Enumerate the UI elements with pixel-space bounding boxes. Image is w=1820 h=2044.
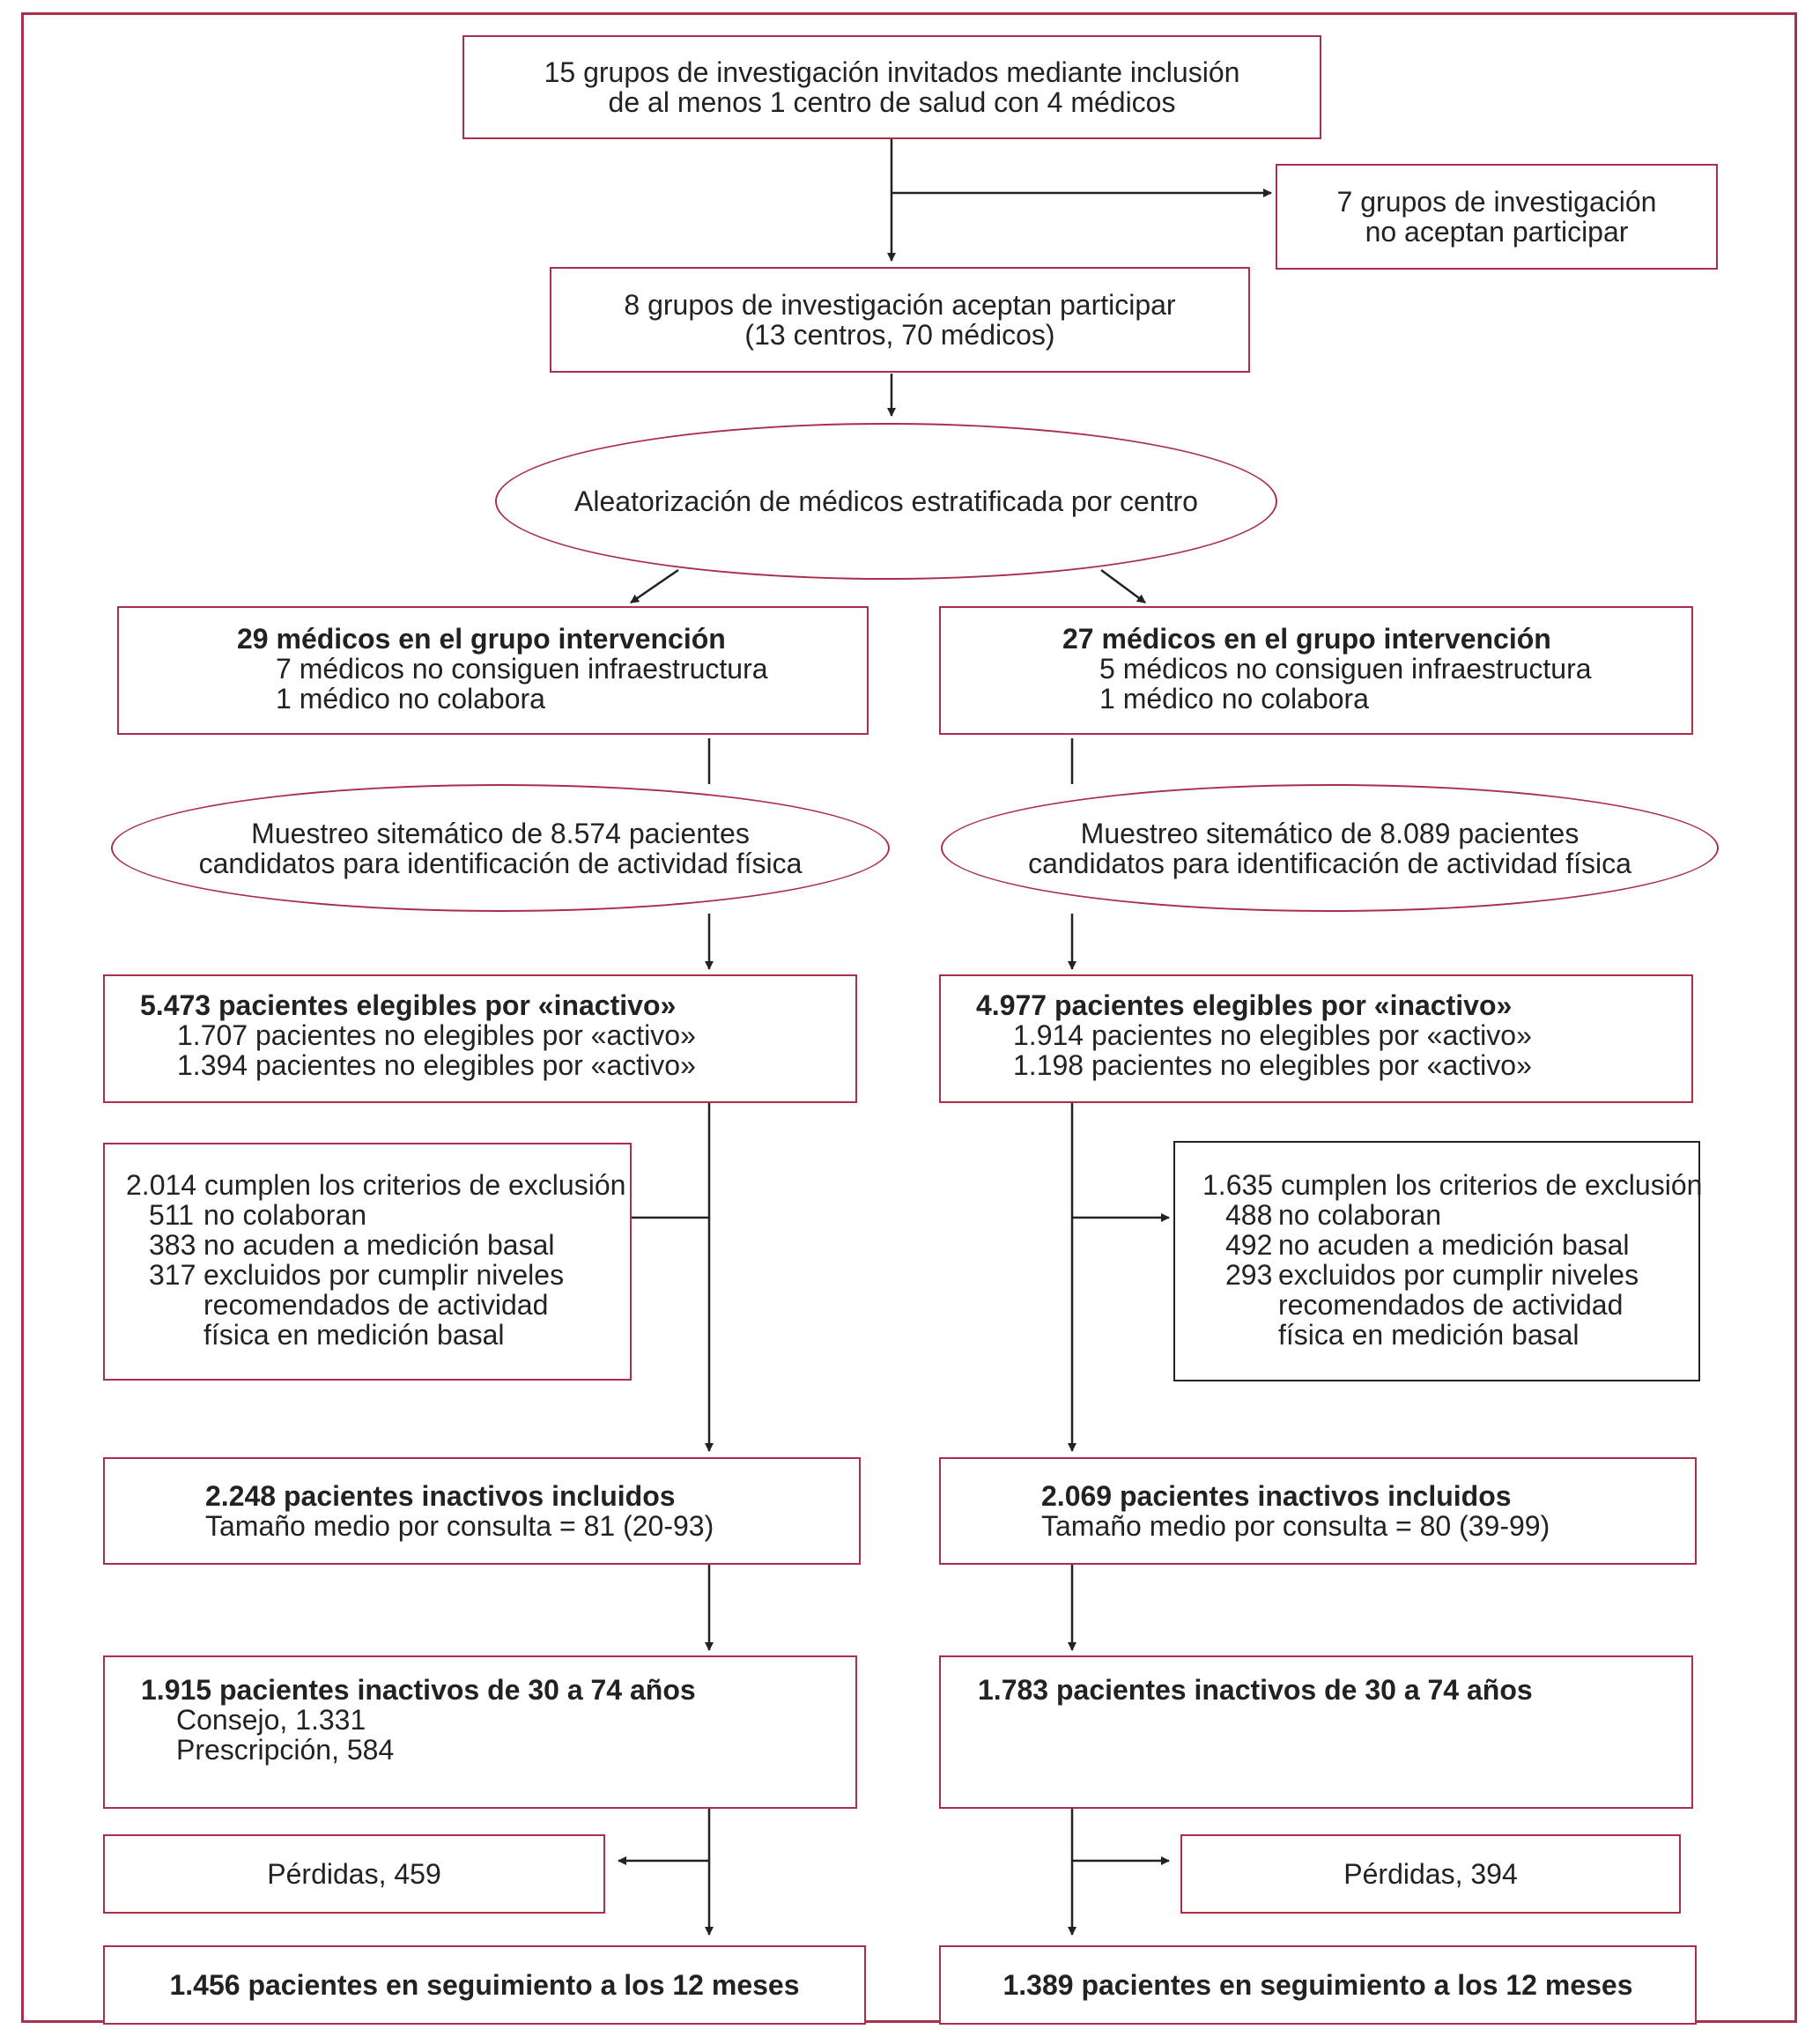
declined-line-1: 7 grupos de investigación	[1336, 186, 1657, 218]
right-sampling-line-1: Muestreo sitemático de 8.089 pacientes	[1080, 817, 1580, 849]
right-exclusion-total: 1.635 cumplen los criterios de exclusión	[1202, 1169, 1703, 1201]
left-losses-text: Pérdidas, 459	[267, 1858, 441, 1890]
left-exclusion-n-2: 383	[149, 1229, 196, 1261]
right-doctors-box: 27 médicos en el grupo intervención 5 mé…	[939, 606, 1693, 735]
right-doctors-line-2: 1 médico no colabora	[1099, 683, 1369, 715]
left-age-box: 1.915 pacientes inactivos de 30 a 74 año…	[103, 1655, 857, 1809]
right-exclusion-n-3: 293	[1225, 1259, 1273, 1291]
arrow-randomization-left	[630, 568, 679, 604]
left-included-title: 2.248 pacientes inactivos incluidos	[205, 1480, 676, 1512]
right-exclusion-text-2: no acuden a medición basal	[1278, 1229, 1630, 1261]
accepted-line-1: 8 grupos de investigación aceptan partic…	[624, 289, 1176, 321]
left-included-box: 2.248 pacientes inactivos incluidos Tama…	[103, 1457, 861, 1565]
right-doctors-title: 27 médicos en el grupo intervención	[1062, 623, 1551, 655]
right-losses-text: Pérdidas, 394	[1343, 1858, 1518, 1890]
randomization-text: Aleatorización de médicos estratificada …	[574, 485, 1198, 517]
left-age-line-1: Consejo, 1.331	[176, 1704, 366, 1736]
left-eligible-box: 5.473 pacientes elegibles por «inactivo»…	[103, 974, 857, 1103]
left-exclusion-text-2: no acuden a medición basal	[203, 1229, 555, 1261]
left-exclusion-text-1: no colaboran	[203, 1199, 367, 1231]
left-included-line: Tamaño medio por consulta = 81 (20-93)	[205, 1510, 714, 1542]
left-followup-box: 1.456 pacientes en seguimiento a los 12 …	[103, 1945, 866, 2025]
right-included-title: 2.069 pacientes inactivos incluidos	[1041, 1480, 1512, 1512]
right-followup-text: 1.389 pacientes en seguimiento a los 12 …	[1002, 1969, 1633, 2001]
left-eligible-line-2: 1.394 pacientes no elegibles por «activo…	[177, 1049, 696, 1081]
left-age-line-2: Prescripción, 584	[176, 1734, 395, 1766]
invited-line-2: de al menos 1 centro de salud con 4 médi…	[608, 86, 1176, 118]
right-eligible-box: 4.977 pacientes elegibles por «inactivo»…	[939, 974, 1693, 1103]
left-exclusion-total: 2.014 cumplen los criterios de exclusión	[126, 1169, 626, 1201]
left-losses-box: Pérdidas, 459	[103, 1834, 605, 1914]
left-exclusion-cont-2: física en medición basal	[203, 1319, 505, 1351]
accepted-groups-box: 8 grupos de investigación aceptan partic…	[550, 267, 1250, 373]
invited-groups-box: 15 grupos de investigación invitados med…	[462, 35, 1321, 139]
right-followup-box: 1.389 pacientes en seguimiento a los 12 …	[939, 1945, 1697, 2025]
right-exclusion-text-1: no colaboran	[1278, 1199, 1442, 1231]
right-exclusion-n-1: 488	[1225, 1199, 1273, 1231]
right-exclusion-box: 1.635 cumplen los criterios de exclusión…	[1173, 1141, 1703, 1381]
right-included-box: 2.069 pacientes inactivos incluidos Tama…	[939, 1457, 1697, 1565]
randomization-ellipse: Aleatorización de médicos estratificada …	[495, 423, 1277, 580]
right-eligible-title: 4.977 pacientes elegibles por «inactivo»	[976, 989, 1513, 1021]
left-doctors-box: 29 médicos en el grupo intervención 7 mé…	[117, 606, 869, 735]
right-age-box: 1.783 pacientes inactivos de 30 a 74 año…	[939, 1655, 1693, 1809]
right-doctors-line-1: 5 médicos no consiguen infraestructura	[1099, 653, 1592, 685]
left-doctors-line-2: 1 médico no colabora	[276, 683, 545, 715]
right-exclusion-text-3: excluidos por cumplir niveles	[1278, 1259, 1639, 1291]
right-included-line: Tamaño medio por consulta = 80 (39-99)	[1041, 1510, 1550, 1542]
right-exclusion-n-2: 492	[1225, 1229, 1273, 1261]
accepted-line-2: (13 centros, 70 médicos)	[744, 319, 1055, 351]
left-sampling-line-2: candidatos para identificación de activi…	[198, 847, 803, 879]
right-eligible-line-1: 1.914 pacientes no elegibles por «activo…	[1013, 1019, 1532, 1051]
left-exclusion-n-1: 511	[149, 1199, 195, 1231]
right-exclusion-cont-2: física en medición basal	[1278, 1319, 1580, 1351]
left-exclusion-n-3: 317	[149, 1259, 196, 1291]
arrow-randomization-right	[1100, 568, 1146, 604]
left-age-title: 1.915 pacientes inactivos de 30 a 74 año…	[141, 1674, 696, 1706]
invited-line-1: 15 grupos de investigación invitados med…	[544, 56, 1240, 88]
right-sampling-ellipse: Muestreo sitemático de 8.089 pacientes c…	[941, 784, 1719, 912]
left-eligible-title: 5.473 pacientes elegibles por «inactivo»	[140, 989, 677, 1021]
right-losses-box: Pérdidas, 394	[1180, 1834, 1681, 1914]
declined-groups-box: 7 grupos de investigación no aceptan par…	[1276, 164, 1718, 270]
right-sampling-line-2: candidatos para identificación de activi…	[1028, 847, 1631, 879]
declined-line-2: no aceptan participar	[1365, 216, 1629, 248]
left-exclusion-cont-1: recomendados de actividad	[203, 1289, 549, 1321]
left-sampling-line-1: Muestreo sitemático de 8.574 pacientes	[251, 817, 750, 849]
left-sampling-ellipse: Muestreo sitemático de 8.574 pacientes c…	[111, 784, 890, 912]
left-exclusion-box: 2.014 cumplen los criterios de exclusión…	[103, 1143, 632, 1381]
figure-frame	[21, 12, 1797, 2023]
right-eligible-line-2: 1.198 pacientes no elegibles por «activo…	[1013, 1049, 1532, 1081]
left-exclusion-text-3: excluidos por cumplir niveles	[203, 1259, 565, 1291]
right-age-title: 1.783 pacientes inactivos de 30 a 74 año…	[978, 1674, 1533, 1706]
left-eligible-line-1: 1.707 pacientes no elegibles por «activo…	[177, 1019, 696, 1051]
left-doctors-title: 29 médicos en el grupo intervención	[237, 623, 726, 655]
left-followup-text: 1.456 pacientes en seguimiento a los 12 …	[169, 1969, 800, 2001]
right-exclusion-cont-1: recomendados de actividad	[1278, 1289, 1624, 1321]
left-doctors-line-1: 7 médicos no consiguen infraestructura	[276, 653, 768, 685]
